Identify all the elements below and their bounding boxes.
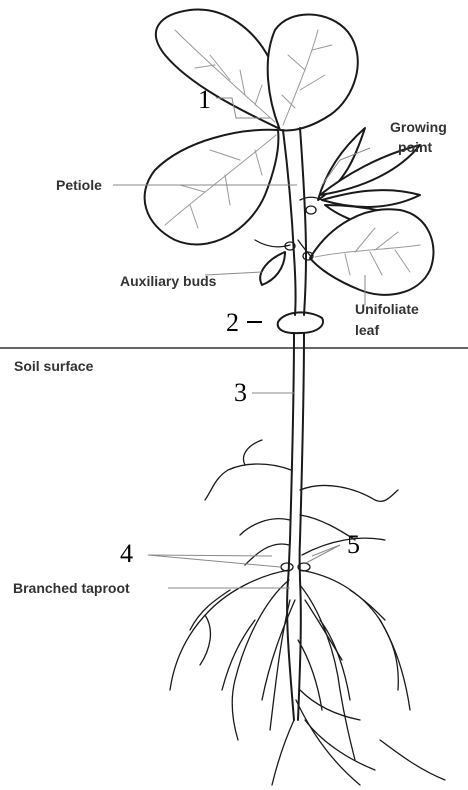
label-petiole: Petiole [56, 177, 102, 193]
label-auxiliary-buds: Auxiliary buds [120, 273, 217, 289]
left-unifoliate-leaf [260, 252, 285, 285]
label-growing-point: Growing point [390, 119, 451, 155]
right-unifoliate-leaf [310, 209, 433, 295]
cotyledon [278, 312, 323, 333]
number-4: 4 [120, 539, 133, 568]
trifoliate-leaf [145, 10, 358, 245]
number-3: 3 [234, 378, 247, 407]
label-soil-surface: Soil surface [14, 358, 94, 374]
number-1: 1 [198, 85, 211, 114]
lateral-roots [170, 440, 445, 785]
label-unifoliate-leaf: Unifoliate leaf [355, 301, 423, 338]
number-5: 5 [347, 530, 360, 559]
label-branched-taproot: Branched taproot [13, 580, 130, 596]
number-2: 2 [226, 308, 239, 337]
unifoliate-leaves [260, 209, 433, 295]
right-top-leaflet [268, 14, 358, 130]
taproot [281, 333, 310, 720]
